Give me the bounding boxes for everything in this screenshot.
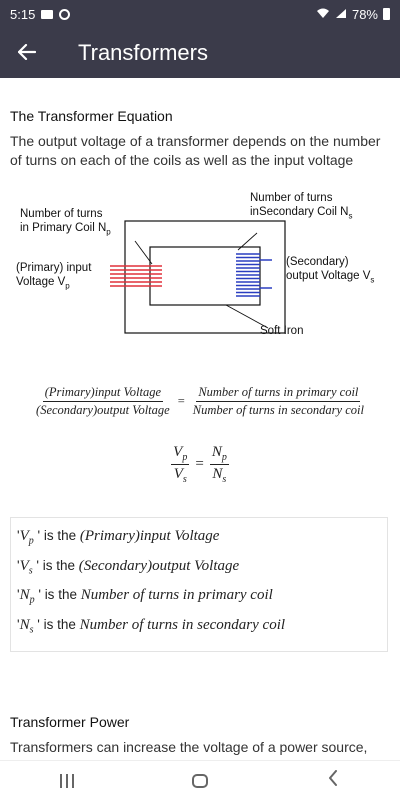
definition-row: 'Vs ' is the (Secondary)output Voltage — [17, 557, 240, 577]
home-button[interactable] — [170, 761, 230, 800]
battery-percent: 78% — [351, 6, 378, 22]
definition-row: 'Vp ' is the (Primary)input Voltage — [17, 528, 220, 547]
battery-icon — [383, 8, 390, 20]
definition-text: ' is the — [37, 617, 80, 633]
status-bar: 5:15 78% — [0, 0, 400, 28]
wifi-icon — [316, 7, 330, 22]
recents-icon — [59, 773, 74, 788]
page-title: Transformers — [78, 40, 208, 65]
mail-icon — [41, 9, 54, 19]
section-body-power: Transformers can increase the voltage of… — [10, 738, 368, 760]
section-title-equation: The Transformer Equation — [10, 108, 173, 124]
definition-text: ' is the — [36, 557, 79, 573]
fraction-turns: Number of turns in primary coil Number o… — [192, 385, 364, 417]
definition-symbol: N — [19, 617, 30, 634]
status-time: 5:15 — [10, 6, 36, 22]
core-outer — [124, 220, 286, 334]
chevron-left-icon — [328, 769, 338, 792]
signal-icon — [335, 7, 347, 22]
fraction-v: Vp Vs — [171, 444, 190, 485]
definition-subscript: s — [29, 624, 34, 636]
definition-symbol: V — [19, 528, 29, 544]
definition-symbol: V — [19, 557, 29, 574]
definition-subscript: p — [28, 535, 34, 547]
definition-expression: (Primary)input Voltage — [79, 528, 220, 544]
transformer-diagram: Number of turns in Primary Coil Np Numbe… — [10, 188, 390, 363]
section-body-equation: The output voltage of a transformer depe… — [10, 133, 381, 168]
home-icon — [191, 773, 208, 788]
back-button[interactable] — [0, 28, 54, 78]
label-soft-iron: Soft Iron — [260, 325, 304, 337]
definition-expression: Number of turns in primary coil — [80, 587, 273, 604]
recents-button[interactable] — [37, 761, 97, 800]
fraction-n: Np Ns — [209, 444, 229, 485]
pointer-secondary-turns — [237, 232, 258, 251]
definition-row: 'Np ' is the Number of turns in primary … — [17, 587, 273, 607]
system-back-button[interactable] — [303, 761, 363, 800]
label-primary-turns: Number of turns in Primary Coil Np — [20, 208, 111, 237]
definition-symbol: N — [19, 587, 30, 604]
definition-subscript: s — [28, 565, 33, 577]
arrow-left-icon — [17, 39, 37, 67]
system-nav-bar — [0, 760, 400, 800]
definition-row: 'Ns ' is the Number of turns in secondar… — [17, 617, 286, 636]
pointer-core — [225, 304, 269, 329]
label-input-voltage: (Primary) input Voltage Vp — [16, 262, 92, 291]
label-output-voltage: (Secondary) output Voltage Vs — [286, 256, 375, 285]
fraction-voltage: (Primary)input Voltage (Secondary)output… — [36, 385, 170, 417]
definition-expression: (Secondary)output Voltage — [78, 557, 240, 574]
equation-symbols: Vp Vs = Np Ns — [171, 444, 229, 485]
chrome-icon — [59, 8, 71, 20]
definition-text: ' is the — [38, 587, 81, 603]
definition-subscript: p — [29, 595, 35, 607]
transformer-drawing — [110, 220, 286, 334]
definition-text: ' is the — [37, 528, 80, 543]
core-inner — [149, 246, 261, 306]
section-title-power: Transformer Power — [10, 713, 130, 730]
pointer-primary-turns — [134, 240, 153, 265]
equation-words: (Primary)input Voltage (Secondary)output… — [36, 385, 364, 417]
definition-expression: Number of turns in secondary coil — [79, 617, 286, 634]
label-secondary-turns: Number of turns inSecondary Coil Ns — [250, 192, 353, 221]
content-scroll[interactable]: The Transformer Equation The output volt… — [0, 78, 400, 760]
definitions-box: 'Vp ' is the (Primary)input Voltage 'Vs '… — [10, 517, 388, 652]
secondary-coil — [236, 253, 260, 297]
primary-coil — [110, 265, 162, 287]
app-bar: Transformers — [0, 28, 400, 78]
